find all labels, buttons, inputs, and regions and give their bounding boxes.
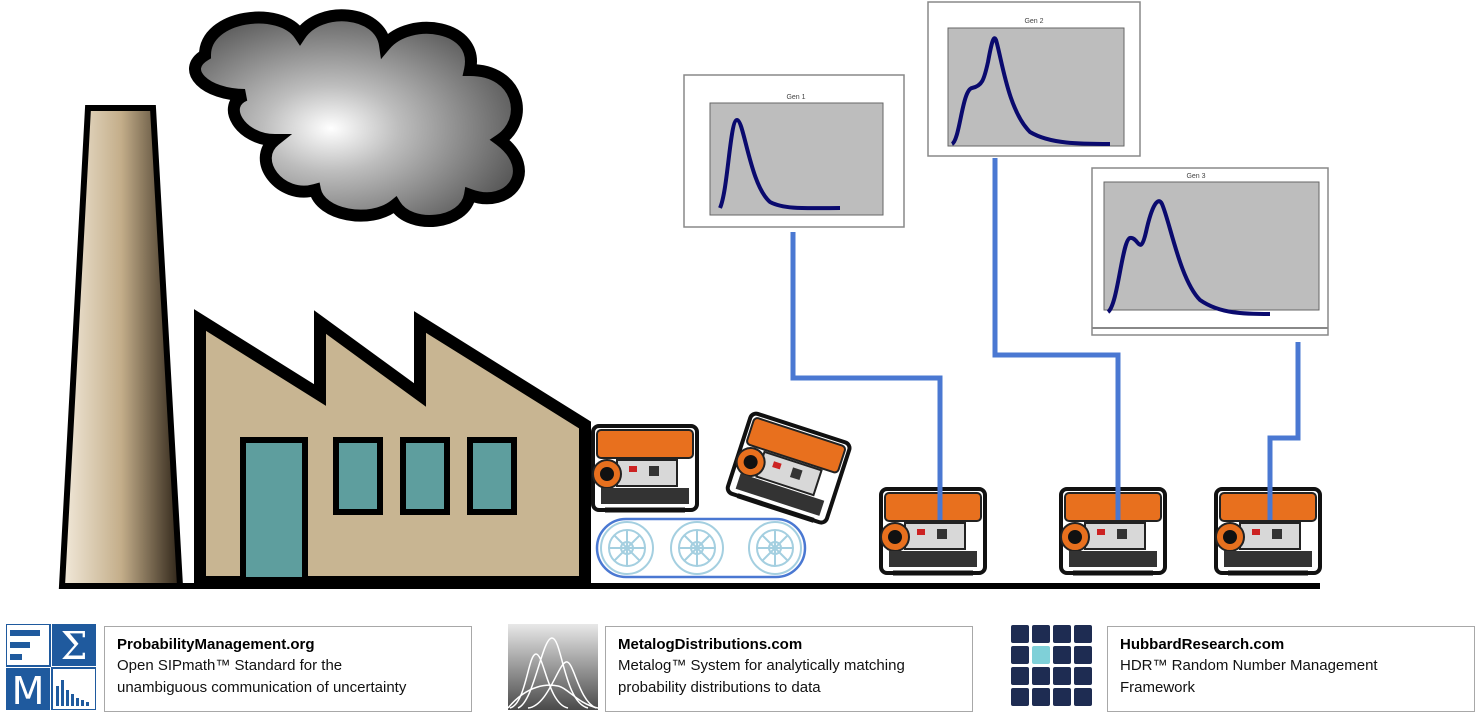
footer-card-title[interactable]: ProbabilityManagement.org — [117, 636, 315, 653]
chart-title: Gen 3 — [1186, 173, 1205, 180]
connector-line — [992, 158, 1121, 520]
grid-tile — [1011, 646, 1029, 664]
grid-tile — [1011, 667, 1029, 685]
connector-lines — [790, 158, 1301, 520]
svg-text:Σ: Σ — [61, 624, 88, 668]
factory-window — [467, 437, 517, 515]
svg-text:M: M — [12, 669, 45, 710]
metalog-curves-icon — [507, 624, 599, 710]
conveyor-belt — [595, 517, 807, 579]
footer-card-desc: Framework — [1120, 679, 1196, 696]
factory-door — [240, 437, 308, 583]
generator-icon — [881, 489, 985, 573]
smoke-cloud — [189, 9, 525, 227]
grid-tile — [1074, 625, 1092, 643]
footer-card-probability-management: ProbabilityManagement.org Open SIPmath™ … — [104, 626, 472, 712]
sigma-logo-icon: Σ M — [5, 623, 97, 713]
factory-scene: Gen 1 Gen 2 Gen 3 — [58, 1, 1329, 589]
grid-tile — [1074, 646, 1092, 664]
distribution-chart-3: Gen 3 — [1091, 167, 1329, 336]
grid-tile — [1053, 688, 1071, 706]
factory-building — [194, 309, 591, 588]
grid-tile — [1074, 688, 1092, 706]
grid-tile — [1053, 625, 1071, 643]
grid-tile — [1032, 688, 1050, 706]
footer-card-hubbard: HubbardResearch.com HDR™ Random Number M… — [1107, 626, 1475, 712]
grid-tile — [1053, 667, 1071, 685]
grid-logo-icon — [1010, 624, 1096, 710]
footer-card-title[interactable]: MetalogDistributions.com — [618, 636, 803, 653]
chart-title: Gen 1 — [786, 94, 805, 101]
footer-card-desc: HDR™ Random Number Management — [1120, 657, 1378, 674]
factory-window — [333, 437, 383, 515]
grid-tile — [1011, 688, 1029, 706]
footer-card-desc: Metalog™ System for analytically matchin… — [618, 657, 905, 674]
connector-line — [790, 232, 943, 520]
footer-card-title[interactable]: HubbardResearch.com — [1120, 636, 1285, 653]
footer-card-desc: unambiguous communication of uncertainty — [117, 679, 407, 696]
generator-icon — [1061, 489, 1165, 573]
chart-title: Gen 2 — [1024, 18, 1043, 25]
chimney — [58, 105, 184, 589]
factory-window — [400, 437, 450, 515]
footer-card-metalog: MetalogDistributions.com Metalog™ System… — [605, 626, 973, 712]
grid-tile — [1053, 646, 1071, 664]
footer-card-desc: Open SIPmath™ Standard for the — [117, 657, 343, 674]
grid-tile — [1032, 667, 1050, 685]
generator-icon — [593, 426, 697, 510]
grid-tile-highlight — [1032, 646, 1050, 664]
grid-tile — [1011, 625, 1029, 643]
generator-icon — [726, 412, 851, 524]
distribution-chart-1: Gen 1 — [683, 74, 905, 228]
grid-tile — [1032, 625, 1050, 643]
grid-tile — [1074, 667, 1092, 685]
connector-line — [1267, 342, 1301, 520]
distribution-chart-2: Gen 2 — [927, 1, 1141, 157]
footer-card-desc: probability distributions to data — [618, 679, 821, 696]
